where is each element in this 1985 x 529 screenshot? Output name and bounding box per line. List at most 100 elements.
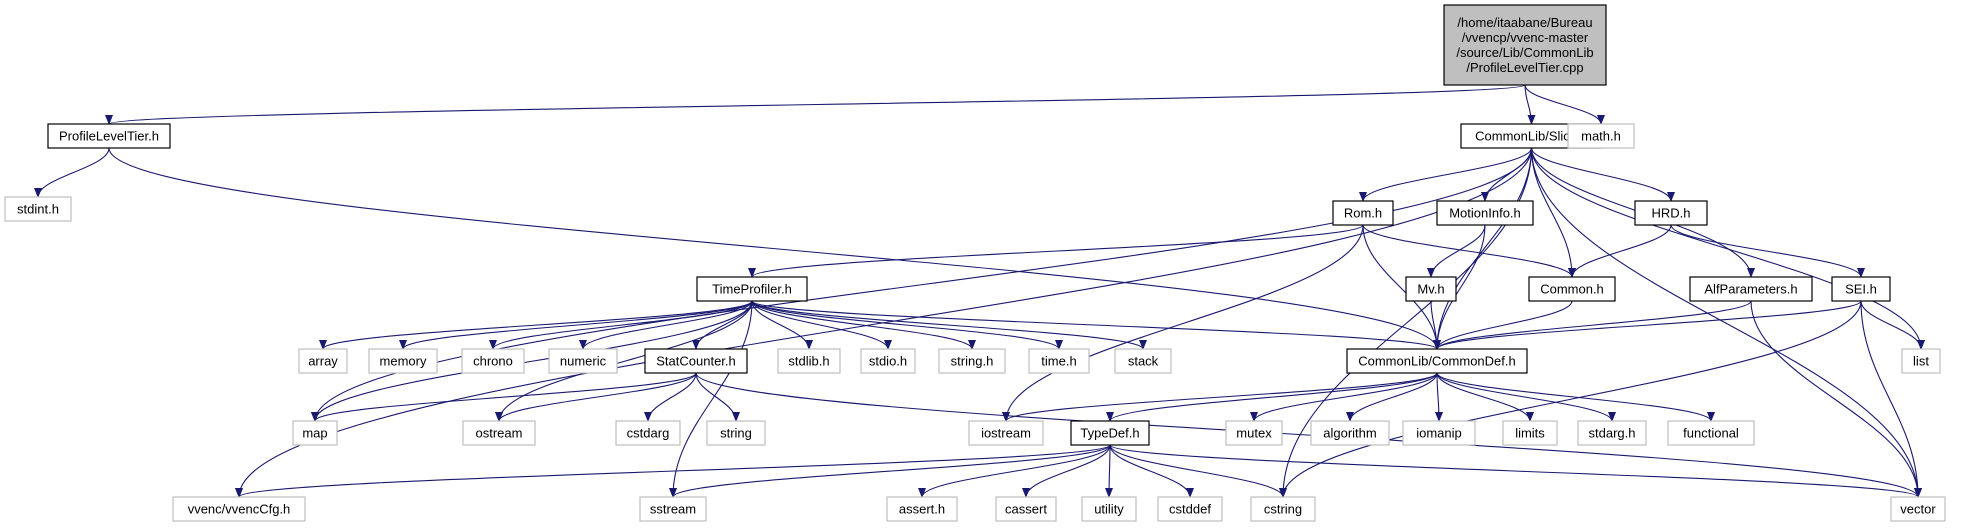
node-root[interactable]: /home/itaabane/Bureau/vvencp/vvenc-maste…: [1443, 4, 1607, 86]
node-mv-label: Mv.h: [1417, 282, 1444, 297]
edge-rom-to-commondef: [1362, 224, 1441, 350]
node-iostream: iostream: [968, 420, 1044, 446]
node-stdargh: stdarg.h: [1577, 420, 1647, 446]
edge-timeprof-to-stdlib: [751, 300, 813, 350]
node-stdint-box: [4, 196, 72, 222]
node-stdlib: stdlib.h: [777, 348, 841, 374]
node-sei[interactable]: SEI.h: [1831, 276, 1891, 302]
node-vector: vector: [1890, 496, 1946, 522]
node-mv[interactable]: Mv.h: [1405, 276, 1457, 302]
node-typedef-box: [1070, 420, 1150, 446]
node-stdio-box: [860, 348, 916, 374]
edge-statcounter-to-ostream: [495, 372, 697, 422]
node-root-label: /source/Lib/CommonLib: [1456, 45, 1593, 60]
edge-typedef-to-cassert: [1022, 444, 1111, 498]
node-vector-label: vector: [1900, 502, 1936, 517]
node-mv-box: [1405, 276, 1457, 302]
edge-commondef-to-iomanip: [1434, 372, 1443, 422]
node-iomanip-box: [1402, 420, 1476, 446]
node-slice-label: CommonLib/Slice.h: [1475, 129, 1588, 144]
edge-sei-to-commondef: [1433, 300, 1862, 350]
node-functional-label: functional: [1683, 426, 1739, 441]
node-cstdarg: cstdarg: [615, 420, 681, 446]
node-mutex-label: mutex: [1236, 426, 1272, 441]
node-rom[interactable]: Rom.h: [1332, 200, 1394, 226]
node-asserth-box: [886, 496, 958, 522]
edge-sei-to-cstring: [1279, 300, 1862, 498]
node-plt[interactable]: ProfileLevelTier.h: [47, 123, 171, 149]
node-cstring-label: cstring: [1264, 502, 1302, 517]
node-limits: limits: [1502, 420, 1558, 446]
edge-slice-to-vector: [1530, 147, 1922, 498]
edge-typedef-to-vvenccfg: [235, 444, 1111, 498]
edge-motion-to-mv: [1427, 224, 1486, 278]
node-motion-box: [1436, 200, 1534, 226]
node-root-box: [1443, 4, 1607, 86]
edge-timeprof-to-stringh: [751, 300, 976, 350]
node-cstdarg-box: [615, 420, 681, 446]
node-timeprof[interactable]: TimeProfiler.h: [696, 276, 808, 302]
node-asserth-label: assert.h: [899, 502, 945, 517]
node-math-box: [1567, 123, 1635, 149]
node-memory-box: [368, 348, 438, 374]
node-sei-label: SEI.h: [1845, 282, 1877, 297]
node-stack-label: stack: [1128, 354, 1159, 369]
edge-slice-to-motion: [1481, 147, 1533, 202]
edge-timeprof-to-commondef: [751, 300, 1441, 350]
node-stringh-box: [938, 348, 1006, 374]
edge-root-to-slice: [1524, 84, 1536, 125]
edge-commondef-to-typedef: [1106, 372, 1438, 422]
node-map-box: [292, 420, 338, 446]
edge-slice-to-list: [1530, 147, 1925, 350]
node-iomanip-label: iomanip: [1416, 426, 1462, 441]
edge-sei-to-list: [1860, 300, 1925, 350]
node-stack-box: [1114, 348, 1172, 374]
node-hrd[interactable]: HRD.h: [1634, 200, 1708, 226]
edge-statcounter-to-map: [311, 372, 697, 422]
node-alf-box: [1689, 276, 1813, 302]
node-asserth: assert.h: [886, 496, 958, 522]
node-stdint: stdint.h: [4, 196, 72, 222]
edge-statcounter-to-vector: [695, 372, 1922, 498]
edge-typedef-to-vector: [1109, 444, 1922, 498]
node-functional: functional: [1667, 420, 1755, 446]
node-stdio-label: stdio.h: [869, 354, 907, 369]
edges-layer: [34, 84, 1925, 498]
edge-commondef-to-functional: [1436, 372, 1715, 422]
node-list: list: [1901, 348, 1941, 374]
edge-rom-to-iostream: [1002, 224, 1364, 422]
node-plt-box: [47, 123, 171, 149]
node-typedef[interactable]: TypeDef.h: [1070, 420, 1150, 446]
node-chrono-label: chrono: [473, 354, 513, 369]
node-stdio: stdio.h: [860, 348, 916, 374]
node-alf[interactable]: AlfParameters.h: [1689, 276, 1813, 302]
node-commondef[interactable]: CommonLib/CommonDef.h: [1346, 348, 1528, 374]
node-root-label: /vvencp/vvenc-master: [1462, 30, 1589, 45]
node-common-box: [1528, 276, 1616, 302]
node-statcounter[interactable]: StatCounter.h: [644, 348, 748, 374]
edge-typedef-to-sstream: [669, 444, 1111, 498]
node-common[interactable]: Common.h: [1528, 276, 1616, 302]
node-timeh: time.h: [1028, 348, 1090, 374]
node-root-label: /ProfileLevelTier.cpp: [1466, 60, 1583, 75]
node-stdargh-box: [1577, 420, 1647, 446]
node-utility-box: [1081, 496, 1137, 522]
node-iomanip: iomanip: [1402, 420, 1476, 446]
edge-timeprof-to-numeric: [579, 300, 753, 350]
edge-commondef-to-algorithm: [1346, 372, 1438, 422]
edge-commondef-to-limits: [1436, 372, 1534, 422]
edge-hrd-to-sei: [1670, 224, 1865, 278]
node-cstddef: cstddef: [1157, 496, 1223, 522]
node-mutex-box: [1225, 420, 1283, 446]
node-numeric-label: numeric: [560, 354, 607, 369]
edge-common-to-commondef: [1433, 300, 1573, 350]
edge-timeprof-to-chrono: [489, 300, 753, 350]
node-common-label: Common.h: [1540, 282, 1604, 297]
node-map: map: [292, 420, 338, 446]
node-timeh-box: [1028, 348, 1090, 374]
node-motion[interactable]: MotionInfo.h: [1436, 200, 1534, 226]
edge-slice-to-rom: [1359, 147, 1533, 202]
node-hrd-label: HRD.h: [1651, 206, 1690, 221]
node-utility-label: utility: [1094, 502, 1124, 517]
edge-typedef-to-asserth: [918, 444, 1111, 498]
